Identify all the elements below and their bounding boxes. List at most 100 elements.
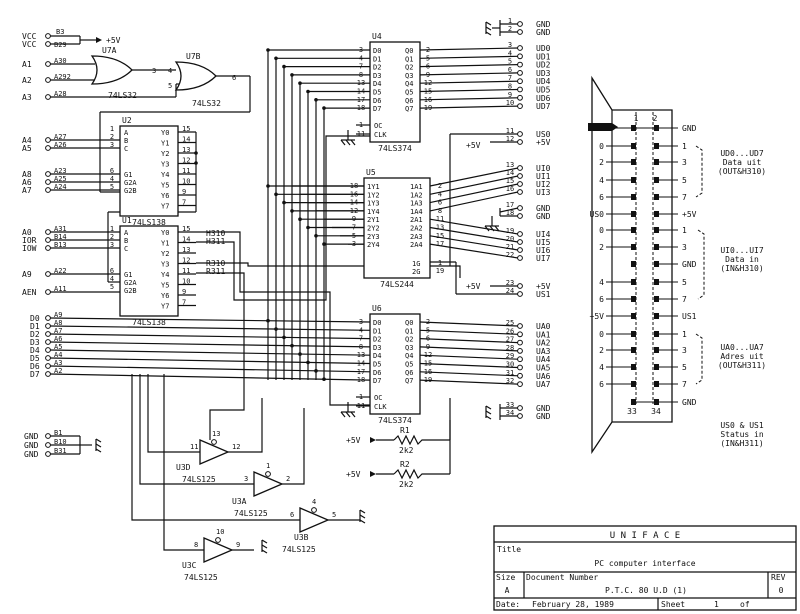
pin-name: D5 — [373, 361, 381, 369]
revision-value: 0 — [779, 586, 784, 595]
pin-number: 19 — [424, 104, 432, 112]
net-label: H311 — [206, 237, 225, 246]
u3b-tristate-buffer — [299, 507, 330, 533]
pin-number: 18 — [357, 104, 365, 112]
idc-34-header — [588, 75, 705, 455]
wire — [695, 145, 703, 198]
connector-pin: 10 — [506, 99, 514, 107]
connector-pin: 8 — [508, 83, 512, 91]
pin-number: 18 — [357, 376, 365, 384]
header-pin — [654, 177, 659, 183]
pin-name: Y1 — [161, 140, 169, 148]
connector-signal: GND — [536, 20, 551, 29]
connector-terminal — [45, 41, 51, 47]
pin-number: 7 — [182, 199, 186, 207]
pin-name: A — [124, 229, 129, 237]
connector-signal: +5V — [536, 282, 551, 291]
header-left-label: 2 — [599, 158, 604, 167]
pin-number: 3 — [152, 67, 156, 75]
header-note: (OUT&H311) — [718, 361, 766, 370]
u7a-body — [90, 55, 133, 85]
connector-terminal — [517, 86, 523, 93]
wire — [429, 226, 519, 243]
u3a-tristate-buffer — [253, 471, 284, 497]
title-block: U N I F A C E Title PC computer interfac… — [493, 525, 797, 611]
pin-name: Q7 — [405, 105, 413, 113]
ground-symbol — [340, 130, 356, 146]
connector-pin: 14 — [506, 169, 514, 177]
pin-number: 9 — [182, 188, 186, 196]
u3b-body — [299, 507, 330, 533]
pin-name: Y5 — [161, 182, 169, 190]
wire — [163, 530, 204, 551]
connector-signal: UI1 — [536, 172, 551, 181]
pin-name: Y4 — [161, 271, 169, 279]
u7a-or-gate — [90, 55, 133, 85]
wire — [196, 272, 245, 440]
connector-pin: 20 — [506, 235, 514, 243]
pin-name: G2A — [124, 279, 137, 287]
pin-number: 2 — [110, 133, 114, 141]
connector-signal: UD5 — [536, 86, 551, 95]
size-label: Size — [496, 573, 515, 582]
pin-number: 9 — [182, 288, 186, 296]
pin-number: 15 — [182, 125, 190, 133]
header-right-label: 5 — [682, 176, 687, 185]
connector-pin: 24 — [506, 287, 514, 295]
pin-name: CLK — [374, 403, 387, 411]
junction-dot — [298, 217, 302, 221]
bus-signal: IOW — [22, 244, 37, 253]
pin-number: 8 — [438, 207, 442, 215]
pin-number: 9 — [426, 71, 430, 79]
pin-name: CLK — [374, 131, 387, 139]
connector-terminal — [517, 239, 523, 245]
chip-ref: U3A — [232, 497, 247, 506]
chip-part: 74LS125 — [182, 475, 216, 484]
junction-dot — [266, 184, 270, 188]
connector-terminal — [45, 137, 51, 143]
wire — [345, 139, 351, 146]
pin-number: 4 — [438, 190, 442, 198]
chip-part: 74LS374 — [378, 416, 412, 425]
bus-signal: A0 — [22, 228, 32, 237]
pin-number: 6 — [110, 167, 114, 175]
header-pin-number: 34 — [651, 407, 661, 416]
ground-signal: GND — [24, 441, 39, 450]
u3a-body — [253, 471, 284, 497]
pin-number: 6 — [426, 335, 430, 343]
pin-name: Q2 — [405, 336, 413, 344]
pin-number: 5 — [110, 283, 114, 291]
pin-number: 19 — [436, 267, 444, 275]
bus-pin: A8 — [54, 319, 62, 327]
wire — [419, 47, 519, 51]
junction-dot — [314, 98, 318, 102]
connector-terminal — [45, 229, 51, 235]
header-pin — [654, 347, 659, 353]
junction-dot — [306, 360, 310, 365]
bus-pin: B1 — [54, 429, 62, 437]
header-left-label: US0 — [590, 210, 605, 219]
wire — [196, 231, 370, 406]
connector-signal: +5V — [536, 138, 551, 147]
connector-terminal — [45, 33, 51, 39]
bus-pin: A3 — [54, 359, 62, 367]
pin-name: Y5 — [161, 282, 169, 290]
bus-pin: A31 — [54, 225, 67, 233]
connector-signal: US1 — [536, 290, 551, 299]
wire — [139, 470, 254, 485]
wire — [419, 329, 519, 335]
wire — [419, 354, 519, 360]
pin-number: 7 — [359, 335, 363, 343]
header-note: (IN&H310) — [720, 264, 763, 273]
bus-pin: A11 — [54, 285, 67, 293]
bus-signal: A1 — [22, 60, 32, 69]
bus-pin: A30 — [54, 57, 67, 65]
pin-name: Q3 — [405, 344, 413, 352]
connector-terminal — [45, 339, 51, 345]
junction-dot — [306, 225, 310, 230]
pin-name: Q2 — [405, 64, 413, 72]
chip-ref: U7A — [102, 46, 117, 55]
connector-terminal — [517, 103, 523, 109]
connector-terminal — [517, 139, 523, 145]
